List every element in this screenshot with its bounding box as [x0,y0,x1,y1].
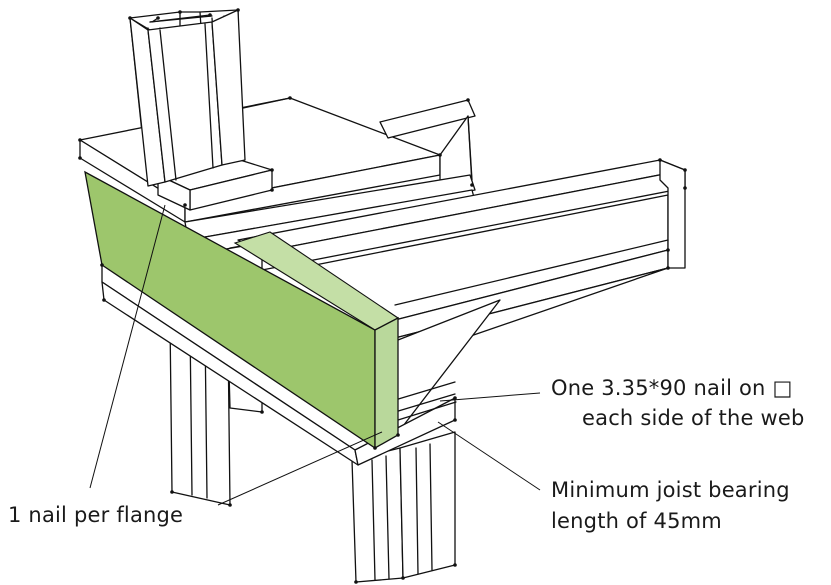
upper-post-front [129,9,246,187]
label-web-nail-line2: each side of the web [582,406,805,430]
label-bearing-line2: length of 45mm [551,509,722,533]
leader-nail-per-flange-lower [217,431,383,506]
vertex-markers [78,8,687,584]
rim-board [84,170,400,450]
front-lower-post [351,431,456,583]
label-bearing-line1: Minimum joist bearing [551,478,790,502]
label-nail-per-flange: 1 nail per flange [8,503,184,527]
rim-board-end-face [374,316,399,450]
leader-bearing [437,421,541,491]
leader-web-nail [439,392,541,402]
label-web-nail-line1: One 3.35*90 nail on □ [551,376,793,400]
back-i-joist [184,99,476,241]
leader-nail-per-flange-upper [89,204,166,489]
sole-plate [157,159,273,211]
